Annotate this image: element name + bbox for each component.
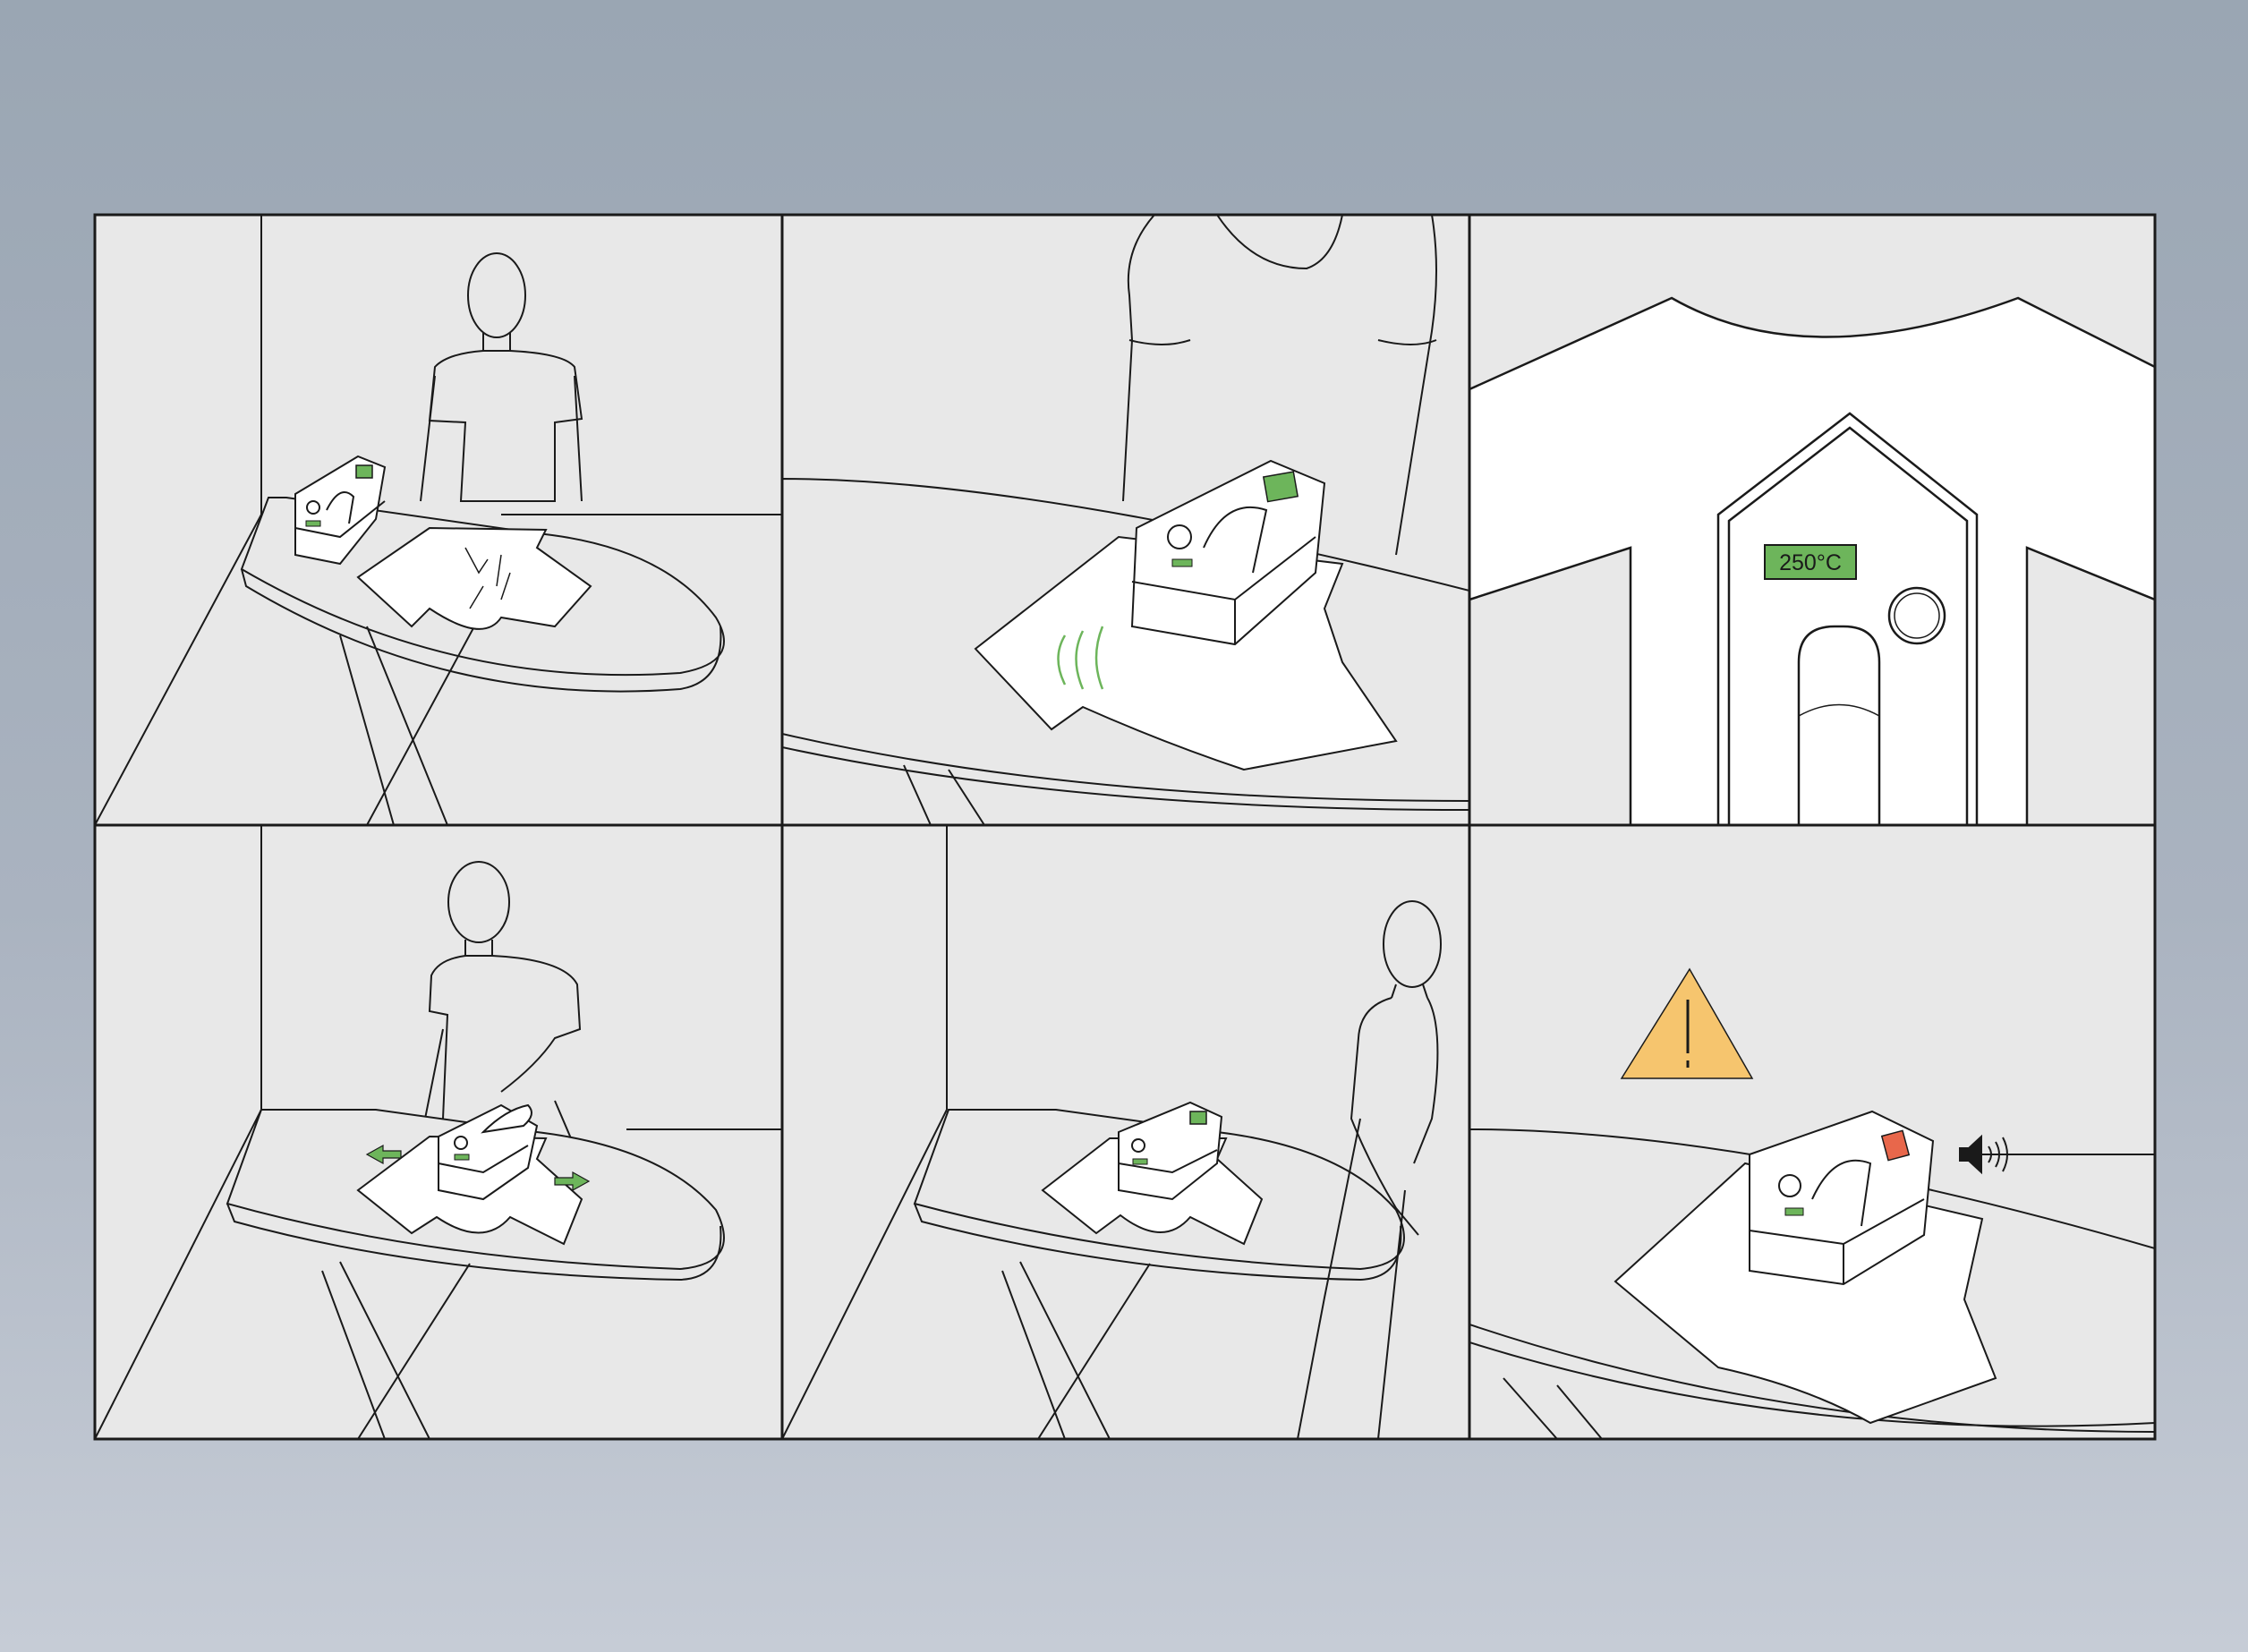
panel-2-detect-fabric: [782, 215, 1469, 825]
arrow-right-icon: [554, 1171, 591, 1192]
person-walking: [1297, 900, 1442, 1439]
shirt-wrinkled: [356, 526, 592, 630]
temperature-display: [1764, 544, 1857, 580]
iron-close-up: [1130, 459, 1326, 646]
iron-idle: [1118, 1101, 1223, 1201]
panel-3-temperature-readout: 250°C: [1469, 215, 2155, 825]
iron-moving: [438, 1103, 539, 1201]
person-torso: [1122, 215, 1437, 556]
speaker-icon: [1959, 1134, 2008, 1175]
iron-standing: [294, 455, 387, 566]
panel-1-iron-on-board: [95, 215, 782, 825]
arrow-left-icon: [365, 1144, 402, 1165]
panel-4-ironing-motion: [95, 825, 782, 1439]
storyboard-grid: [93, 213, 2157, 1441]
temperature-display-value: 250°C: [1779, 550, 1842, 575]
panel-6-warning-alarm: [1469, 825, 2155, 1439]
person-figure: [420, 252, 583, 502]
warning-icon: [1620, 967, 1754, 1079]
panel-5-person-leaves: [782, 825, 1469, 1439]
iron-outline: [1716, 412, 1979, 825]
iron-alarm: [1749, 1110, 1935, 1286]
heat-waves-icon: [1057, 626, 1104, 690]
dial-icon: [1887, 586, 1946, 645]
